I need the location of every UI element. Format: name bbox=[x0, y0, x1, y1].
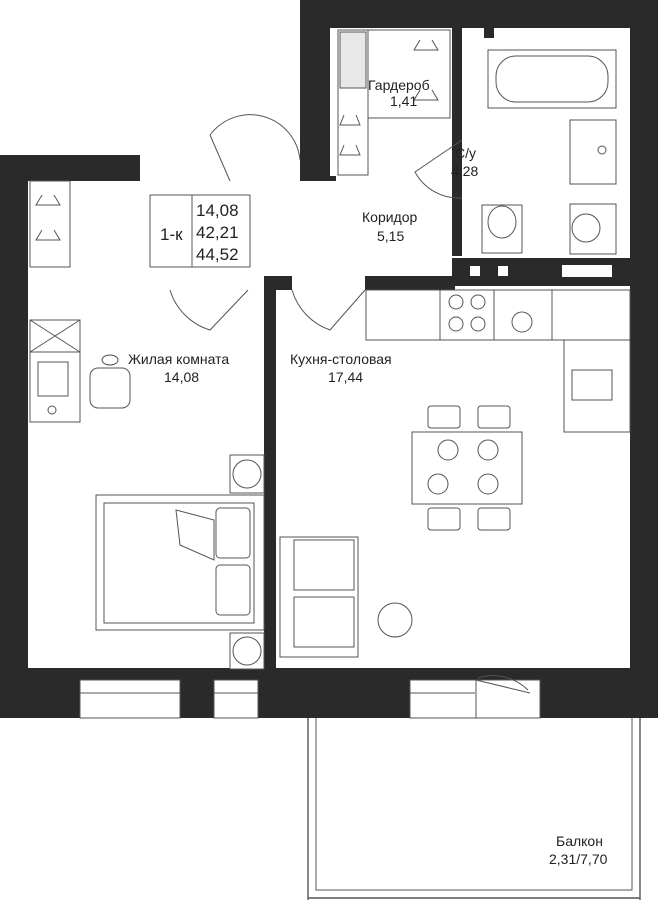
total-with-balcony-summary: 44,52 bbox=[196, 245, 239, 264]
bathroom-area: 4,28 bbox=[451, 163, 478, 179]
doors bbox=[169, 114, 463, 331]
living-area-summary: 14,08 bbox=[196, 201, 239, 220]
apartment-type: 1-к bbox=[160, 225, 183, 244]
balcony-name: Балкон bbox=[556, 833, 603, 849]
corridor-area: 5,15 bbox=[377, 228, 404, 244]
summary-box: 1-к 14,08 42,21 44,52 bbox=[149, 194, 251, 268]
corridor-name: Коридор bbox=[362, 209, 418, 225]
kitchen-name: Кухня-столовая bbox=[290, 351, 392, 367]
balcony-area: 2,31/7,70 bbox=[549, 851, 608, 867]
total-area-summary: 42,21 bbox=[196, 223, 239, 242]
living-room-area: 14,08 bbox=[164, 369, 199, 385]
bathroom-fixtures bbox=[481, 49, 617, 255]
kitchen-area: 17,44 bbox=[328, 369, 363, 385]
wardrobe-area: 1,41 bbox=[390, 93, 417, 109]
living-room-name: Жилая комната bbox=[128, 351, 229, 367]
balcony bbox=[307, 718, 641, 900]
wardrobe-furniture bbox=[337, 29, 451, 176]
living-room-furniture bbox=[29, 180, 265, 670]
bathroom-name: С/у bbox=[455, 145, 476, 161]
kitchen-furniture bbox=[279, 289, 631, 658]
wardrobe-name: Гардероб bbox=[368, 77, 430, 93]
